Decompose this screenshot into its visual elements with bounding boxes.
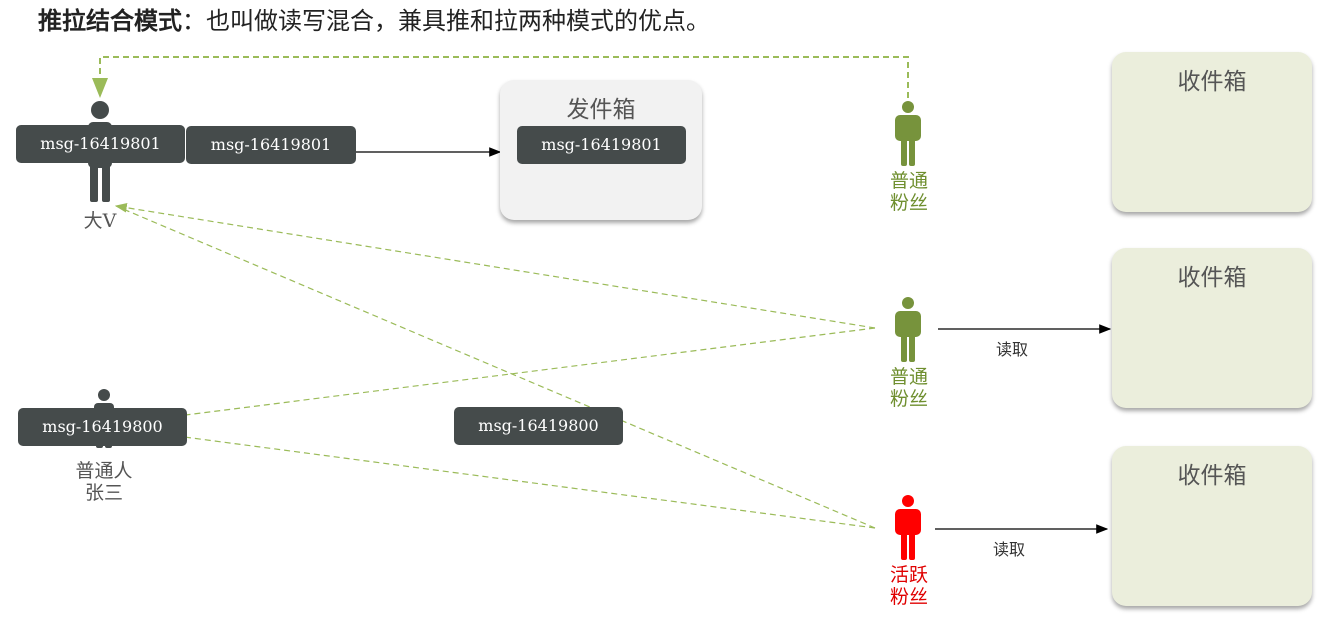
outbox-title: 发件箱 — [566, 97, 636, 123]
dashed-pull-top — [92, 56, 909, 98]
fan-2-label-line1: 普通 — [889, 366, 928, 388]
title-bold: 推拉结合模式 — [38, 7, 182, 35]
outbox-message: msg-16419801 — [517, 126, 686, 164]
fan-1-label-line1: 普通 — [889, 170, 928, 192]
title-rest: ：也叫做读写混合，兼具推和拉两种模式的优点。 — [182, 7, 710, 35]
dashed-pull-mid-to-zhangsan — [112, 327, 876, 428]
inbox-1: 收件箱 — [1112, 52, 1312, 212]
bigv-pushed-message: msg-16419801 — [186, 126, 356, 164]
read-label-active-fan: 读取 — [993, 540, 1026, 559]
dashed-pull-mid-to-bigv — [114, 202, 876, 329]
inbox-3: 收件箱 — [1112, 446, 1312, 606]
active-fan-label-line2: 粉丝 — [889, 586, 928, 608]
person-icon-fan-1 — [895, 101, 921, 166]
bigv-message: msg-16419801 — [16, 125, 185, 163]
fan-1-label-line2: 粉丝 — [889, 192, 928, 214]
bigv-label: 大V — [83, 210, 117, 232]
fan-2-label-line2: 粉丝 — [889, 388, 928, 410]
person-icon-active-fan — [895, 495, 921, 560]
dashed-pull-active-to-zhangsan — [115, 427, 876, 529]
read-label-fan-2: 读取 — [996, 340, 1029, 359]
person-icon-fan-2 — [895, 297, 921, 362]
fan-1-label: 普通 粉丝 — [880, 170, 938, 214]
active-fan-label-line1: 活跃 — [889, 564, 928, 586]
zhangsan-label-line1: 普通人 — [75, 460, 133, 482]
inbox-title: 收件箱 — [1177, 463, 1247, 489]
inbox-title: 收件箱 — [1177, 69, 1247, 95]
active-fan-label: 活跃 粉丝 — [880, 564, 938, 608]
dashed-pull-active-to-bigv — [115, 205, 876, 529]
zhangsan-message: msg-16419800 — [18, 408, 187, 446]
zhangsan-label: 普通人 张三 — [64, 460, 144, 504]
inbox-title: 收件箱 — [1177, 265, 1247, 291]
fan-2-label: 普通 粉丝 — [880, 366, 938, 410]
inbox-2: 收件箱 — [1112, 248, 1312, 408]
zhangsan-label-line2: 张三 — [84, 482, 123, 504]
zhangsan-pushed-message: msg-16419800 — [454, 407, 623, 445]
page-title: 推拉结合模式：也叫做读写混合，兼具推和拉两种模式的优点。 — [38, 2, 710, 40]
